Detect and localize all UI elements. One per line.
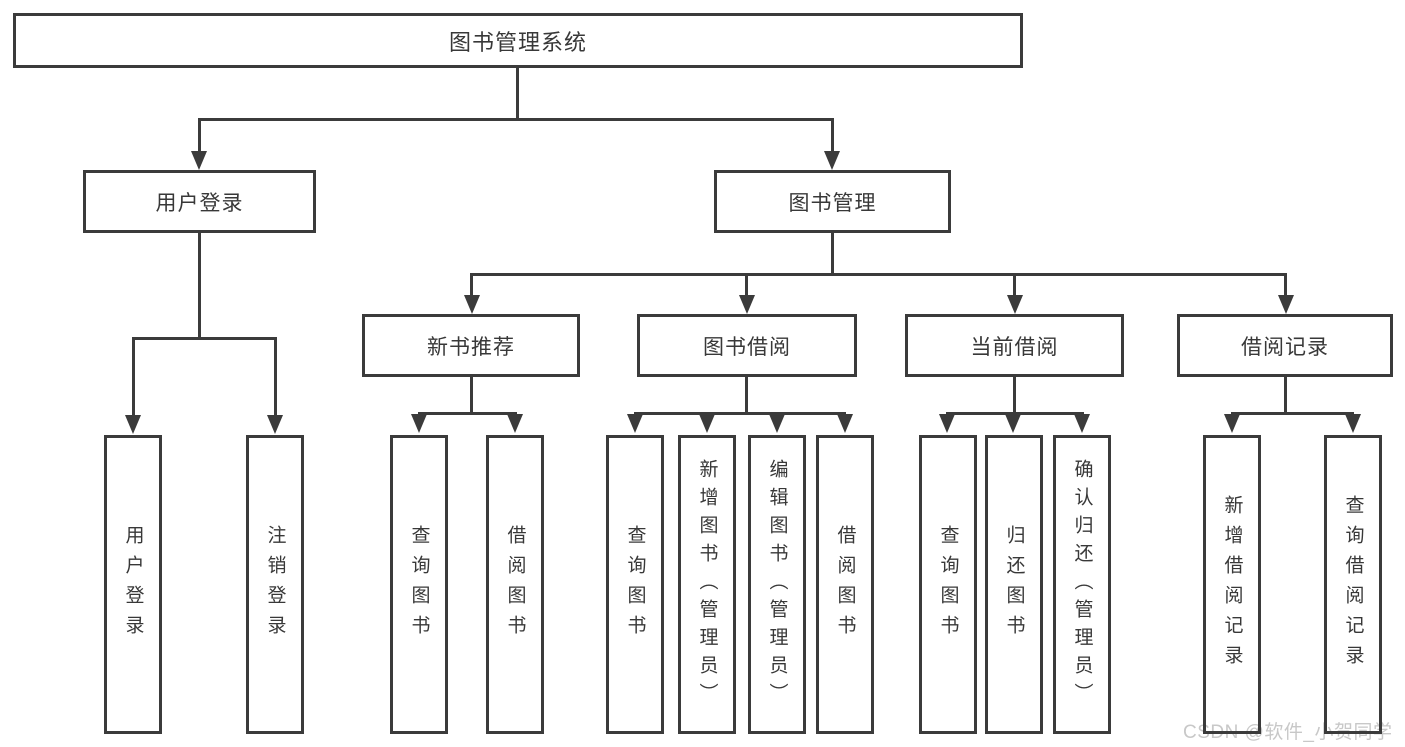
connector-line (1231, 412, 1354, 415)
node-add-borrow-record: 新增借阅记录 (1203, 435, 1261, 734)
connector-line (831, 233, 834, 273)
arrow-down-icon (769, 414, 785, 433)
connector-line (634, 412, 846, 415)
node-label: 借阅图书 (834, 524, 856, 645)
arrow-down-icon (837, 414, 853, 433)
node-label: 图书管理 (788, 191, 877, 215)
node-query-borrow-record: 查询借阅记录 (1324, 435, 1382, 734)
node-current-borrowing: 当前借阅 (905, 314, 1124, 377)
node-root-label: 图书管理系统 (448, 29, 587, 55)
connector-line (1013, 377, 1016, 412)
node-label: 注销登录 (264, 524, 286, 645)
node-new-book-recommend: 新书推荐 (362, 314, 580, 377)
arrow-down-icon (125, 415, 141, 434)
node-label: 查询借阅记录 (1342, 494, 1364, 675)
node-label: 查询图书 (408, 524, 430, 645)
node-label: 借阅图书 (504, 524, 526, 645)
node-label: 查询图书 (624, 524, 646, 645)
node-label: 新增图书（管理员） (696, 458, 718, 711)
node-root: 图书管理系统 (13, 13, 1023, 68)
arrow-down-icon (1345, 414, 1361, 433)
connector-line (946, 412, 1084, 415)
connector-line (470, 377, 473, 412)
arrow-down-icon (464, 295, 480, 314)
node-label: 用户登录 (155, 191, 244, 215)
node-borrowing-records: 借阅记录 (1177, 314, 1393, 377)
connector-line (274, 337, 277, 416)
connector-line (745, 377, 748, 412)
csdn-watermark: CSDN @软件_小贺同学 (1183, 722, 1393, 743)
arrow-down-icon (699, 414, 715, 433)
connector-line (1013, 273, 1016, 297)
connector-line (516, 68, 519, 118)
connector-line (418, 412, 517, 415)
node-user-login: 用户登录 (83, 170, 316, 233)
node-label: 当前借阅 (970, 335, 1059, 359)
node-label: 借阅记录 (1241, 335, 1329, 359)
node-label: 新增借阅记录 (1221, 494, 1243, 675)
node-query-books-borrowing: 查询图书 (606, 435, 664, 734)
connector-line (1284, 273, 1287, 297)
arrow-down-icon (1278, 295, 1294, 314)
arrow-down-icon (739, 295, 755, 314)
connector-line (132, 337, 135, 416)
node-add-books-admin: 新增图书（管理员） (678, 435, 736, 734)
node-borrow-books-recommend: 借阅图书 (486, 435, 544, 734)
node-book-borrowing: 图书借阅 (637, 314, 857, 377)
connector-line (132, 337, 277, 340)
node-logout: 注销登录 (246, 435, 304, 734)
node-label: 图书借阅 (703, 335, 791, 359)
arrow-down-icon (627, 414, 643, 433)
arrow-down-icon (1224, 414, 1240, 433)
connector-line (1284, 377, 1287, 412)
node-return-books: 归还图书 (985, 435, 1043, 734)
arrow-down-icon (507, 414, 523, 433)
node-label: 归还图书 (1003, 524, 1025, 645)
arrow-down-icon (824, 151, 840, 170)
node-borrow-books-leaf: 借阅图书 (816, 435, 874, 734)
connector-line (745, 273, 748, 297)
arrow-down-icon (191, 151, 207, 170)
connector-line (470, 273, 1286, 276)
connector-line (198, 233, 201, 337)
node-book-management: 图书管理 (714, 170, 951, 233)
arrow-down-icon (411, 414, 427, 433)
node-user-login-leaf: 用户登录 (104, 435, 162, 734)
connector-line (198, 118, 834, 121)
node-confirm-return-admin: 确认归还（管理员） (1053, 435, 1111, 734)
arrow-down-icon (1007, 295, 1023, 314)
arrow-down-icon (1005, 414, 1021, 433)
connector-line (198, 118, 201, 154)
node-label: 用户登录 (122, 524, 144, 645)
arrow-down-icon (267, 415, 283, 434)
connector-line (470, 273, 473, 297)
node-label: 确认归还（管理员） (1071, 458, 1093, 711)
node-edit-books-admin: 编辑图书（管理员） (748, 435, 806, 734)
node-label: 查询图书 (937, 524, 959, 645)
connector-line (831, 118, 834, 154)
node-label: 编辑图书（管理员） (766, 458, 788, 711)
node-query-books-current: 查询图书 (919, 435, 977, 734)
arrow-down-icon (939, 414, 955, 433)
arrow-down-icon (1074, 414, 1090, 433)
node-label: 新书推荐 (427, 335, 515, 359)
node-query-books-recommend: 查询图书 (390, 435, 448, 734)
